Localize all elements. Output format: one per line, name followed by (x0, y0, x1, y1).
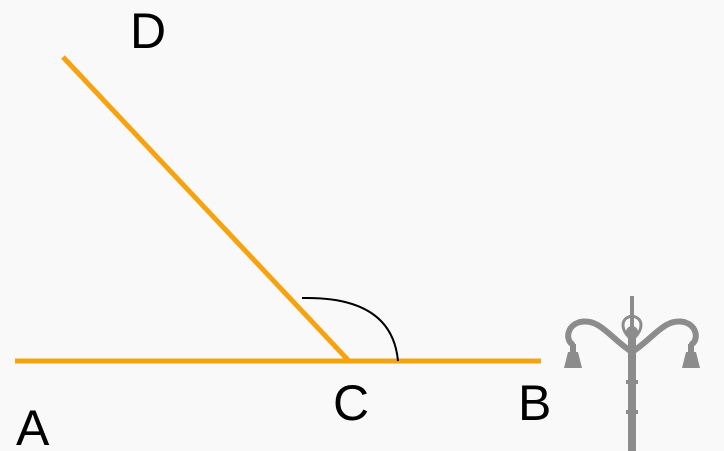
segment-cd (61, 55, 351, 363)
label-c: C (333, 375, 369, 431)
label-d: D (130, 3, 166, 59)
label-b: B (518, 375, 551, 431)
angle-arc-dcb (301, 296, 399, 362)
label-a: A (16, 400, 50, 451)
street-lamp-icon (564, 296, 700, 451)
